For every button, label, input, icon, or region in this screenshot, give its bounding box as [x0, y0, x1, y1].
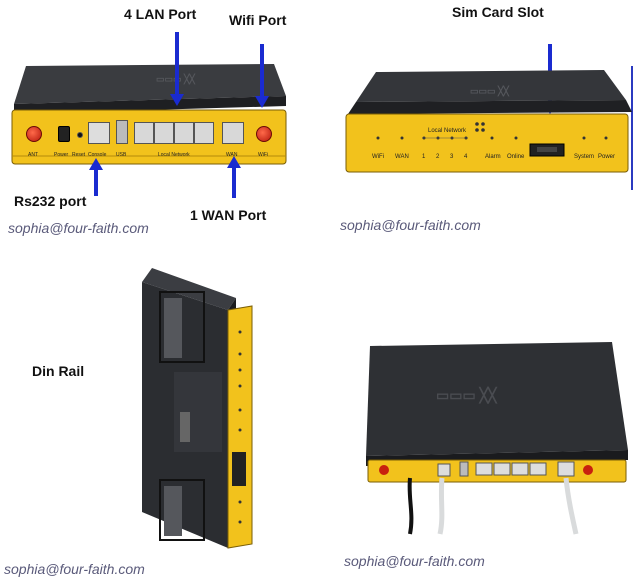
front-label-2: 2 [436, 154, 440, 160]
label-sim-card-slot: Sim Card Slot [452, 4, 544, 20]
reset-button [77, 132, 83, 138]
front-label-4: 4 [464, 154, 468, 160]
lan-port-1 [134, 122, 154, 144]
watermark-bottom-left: sophia@four-faith.com [4, 561, 145, 577]
label-usb: USB [116, 152, 127, 158]
arrow-lan-icon [170, 32, 184, 106]
front-label-wifi: WiFi [372, 154, 384, 160]
console-port [88, 122, 110, 144]
watermark-top-left: sophia@four-faith.com [8, 220, 149, 236]
lan-port-2 [154, 122, 174, 144]
watermark-top-right: sophia@four-faith.com [340, 217, 481, 233]
front-label-system: System [574, 154, 595, 160]
label-console: Console [88, 152, 107, 158]
arrow-wan-icon [227, 156, 241, 198]
front-label-local-network: Local Network [428, 128, 467, 134]
arrow-rs232-icon [89, 158, 103, 196]
router-front-body: ▭▭▭ ╳╳ [345, 70, 632, 173]
svg-text:▭▭▭ ╳╳: ▭▭▭ ╳╳ [470, 85, 510, 97]
label-ant: ANT [28, 152, 38, 158]
router-din-rail-view [140, 262, 258, 558]
lan-port-3 [174, 122, 194, 144]
label-wan: WAN [226, 152, 238, 158]
wan-port [222, 122, 244, 144]
router-back-view: ▭▭▭ ╳╳ ANT Power Reset Console USB Local… [6, 52, 290, 172]
front-label-online: Online [507, 154, 525, 160]
usb-port [116, 120, 128, 144]
router-angled-body: ▭▭▭ ╳╳ [366, 342, 628, 535]
power-jack [58, 126, 70, 142]
label-wifi: WiFi [258, 152, 268, 158]
ant-connector-icon [26, 126, 42, 142]
front-label-power: Power [598, 154, 616, 160]
lan-port-4 [194, 122, 214, 144]
edge-line [631, 66, 633, 190]
router-angled-view: ▭▭▭ ╳╳ [348, 338, 630, 538]
label-power: Power [54, 152, 69, 158]
label-wifi-port: Wifi Port [229, 12, 287, 28]
front-label-wan: WAN [395, 154, 409, 160]
svg-text:▭▭▭ ╳╳: ▭▭▭ ╳╳ [436, 386, 498, 404]
front-label-3: 3 [450, 154, 454, 160]
label-4-lan-port: 4 LAN Port [124, 6, 197, 22]
watermark-bottom-right: sophia@four-faith.com [344, 553, 485, 569]
label-1-wan-port: 1 WAN Port [190, 207, 267, 223]
front-label-1: 1 [422, 154, 426, 160]
front-label-alarm: Alarm [485, 154, 501, 160]
label-local-network: Local Network [158, 152, 190, 158]
label-din-rail: Din Rail [32, 363, 85, 379]
wifi-connector-icon [256, 126, 272, 142]
router-din-rail-body [142, 268, 253, 549]
router-back-body: ▭▭▭ ╳╳ [11, 64, 287, 165]
arrow-wifi-icon [255, 44, 269, 108]
router-front-view: ▭▭▭ ╳╳ Local Network WiFi WAN 1 2 3 4 Al… [340, 60, 632, 184]
label-rs232-port: Rs232 port [14, 193, 87, 209]
label-reset: Reset [72, 152, 86, 158]
